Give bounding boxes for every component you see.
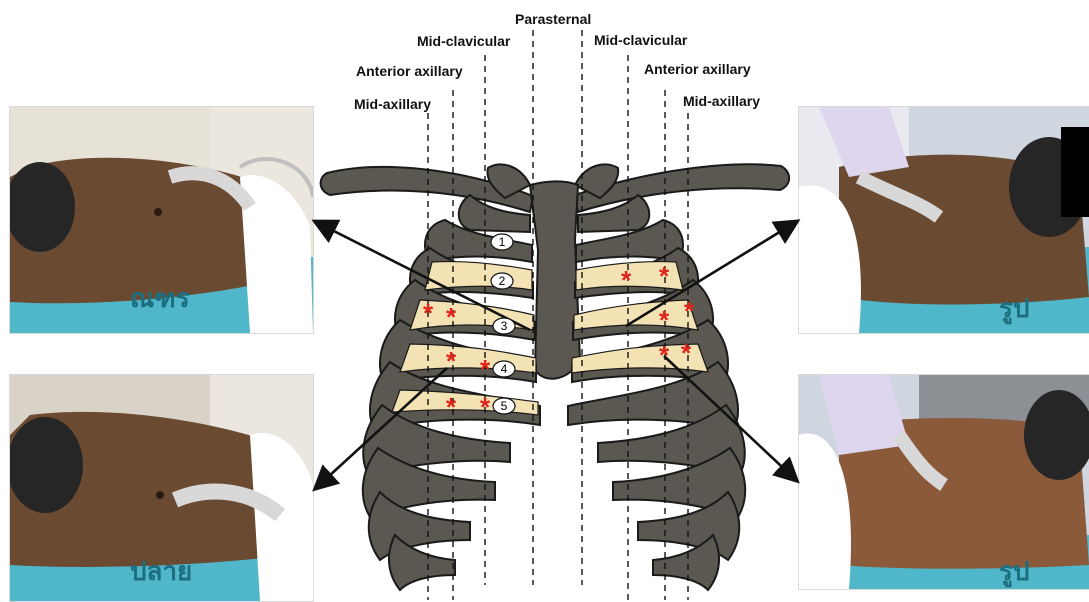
marker: * (480, 392, 491, 422)
label-mid-axillary-right: Mid-axillary (354, 96, 431, 112)
marker: * (659, 261, 670, 291)
marker: * (681, 338, 692, 368)
sternum (530, 181, 580, 378)
label-anterior-axillary-left: Anterior axillary (644, 61, 751, 77)
ics-number: 2 (499, 274, 506, 288)
ics-number: 1 (499, 235, 506, 249)
ics-number: 4 (501, 362, 508, 376)
label-mid-clavicular-left: Mid-clavicular (594, 32, 687, 48)
marker: * (446, 302, 457, 332)
marker: * (659, 340, 670, 370)
intercostal-numbers: 1 2 3 4 5 (491, 234, 515, 414)
label-mid-axillary-left: Mid-axillary (683, 93, 760, 109)
label-anterior-axillary-right: Anterior axillary (356, 63, 463, 79)
left-ribs (568, 195, 745, 590)
marker: * (446, 392, 457, 422)
marker: * (480, 354, 491, 384)
label-mid-clavicular-right: Mid-clavicular (417, 33, 510, 49)
marker: * (621, 265, 632, 295)
marker: * (659, 305, 670, 335)
label-parasternal: Parasternal (515, 11, 591, 27)
marker: * (446, 346, 457, 376)
marker: * (423, 298, 434, 328)
marker: * (684, 296, 695, 326)
ics-number: 3 (501, 319, 508, 333)
ics-number: 5 (501, 399, 508, 413)
